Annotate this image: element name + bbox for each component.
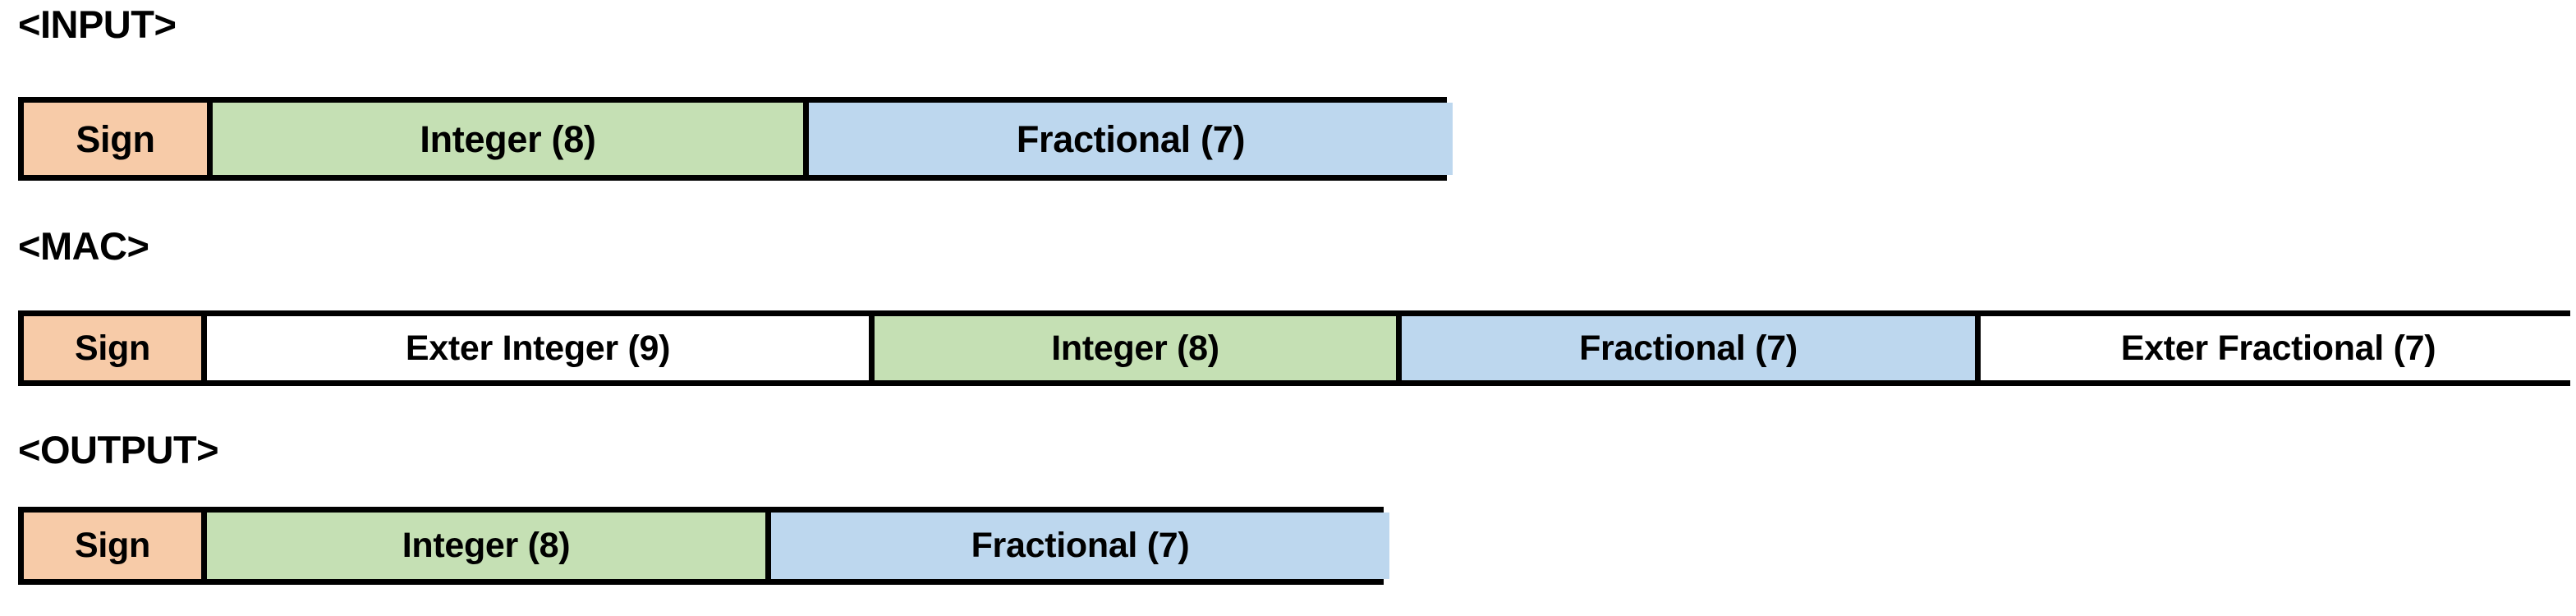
field-cell-fractional: Fractional (7)	[771, 513, 1389, 579]
bitfield-bar-output: Sign Integer (8) Fractional (7)	[18, 507, 1389, 585]
field-label: Exter Fractional (7)	[2120, 328, 2436, 368]
section-label-input: <INPUT>	[18, 2, 177, 46]
section-label-mac: <MAC>	[18, 224, 149, 268]
field-cell-exter-integer: Exter Integer (9)	[207, 316, 875, 380]
field-label: Sign	[75, 328, 150, 368]
field-cell-integer: Integer (8)	[213, 103, 809, 175]
field-label: Integer (8)	[420, 117, 596, 160]
field-label: Sign	[75, 526, 150, 565]
bitfield-bar-mac: Sign Exter Integer (9) Integer (8) Fract…	[18, 310, 2576, 386]
field-label: Integer (8)	[402, 526, 571, 565]
field-cell-sign: Sign	[24, 513, 207, 579]
field-cell-integer: Integer (8)	[207, 513, 771, 579]
field-label: Integer (8)	[1051, 328, 1219, 368]
field-label: Fractional (7)	[1579, 328, 1798, 368]
field-cell-fractional: Fractional (7)	[809, 103, 1453, 175]
field-label: Fractional (7)	[1016, 117, 1246, 160]
section-label-output: <OUTPUT>	[18, 428, 219, 471]
bitfield-bar-input: Sign Integer (8) Fractional (7)	[18, 97, 1453, 181]
field-cell-sign: Sign	[24, 316, 207, 380]
field-label: Sign	[76, 117, 155, 160]
field-label: Exter Integer (9)	[405, 328, 671, 368]
field-cell-fractional: Fractional (7)	[1402, 316, 1981, 380]
field-cell-exter-fractional: Exter Fractional (7)	[1981, 316, 2576, 380]
field-cell-integer: Integer (8)	[875, 316, 1402, 380]
field-cell-sign: Sign	[24, 103, 213, 175]
field-label: Fractional (7)	[971, 526, 1190, 565]
